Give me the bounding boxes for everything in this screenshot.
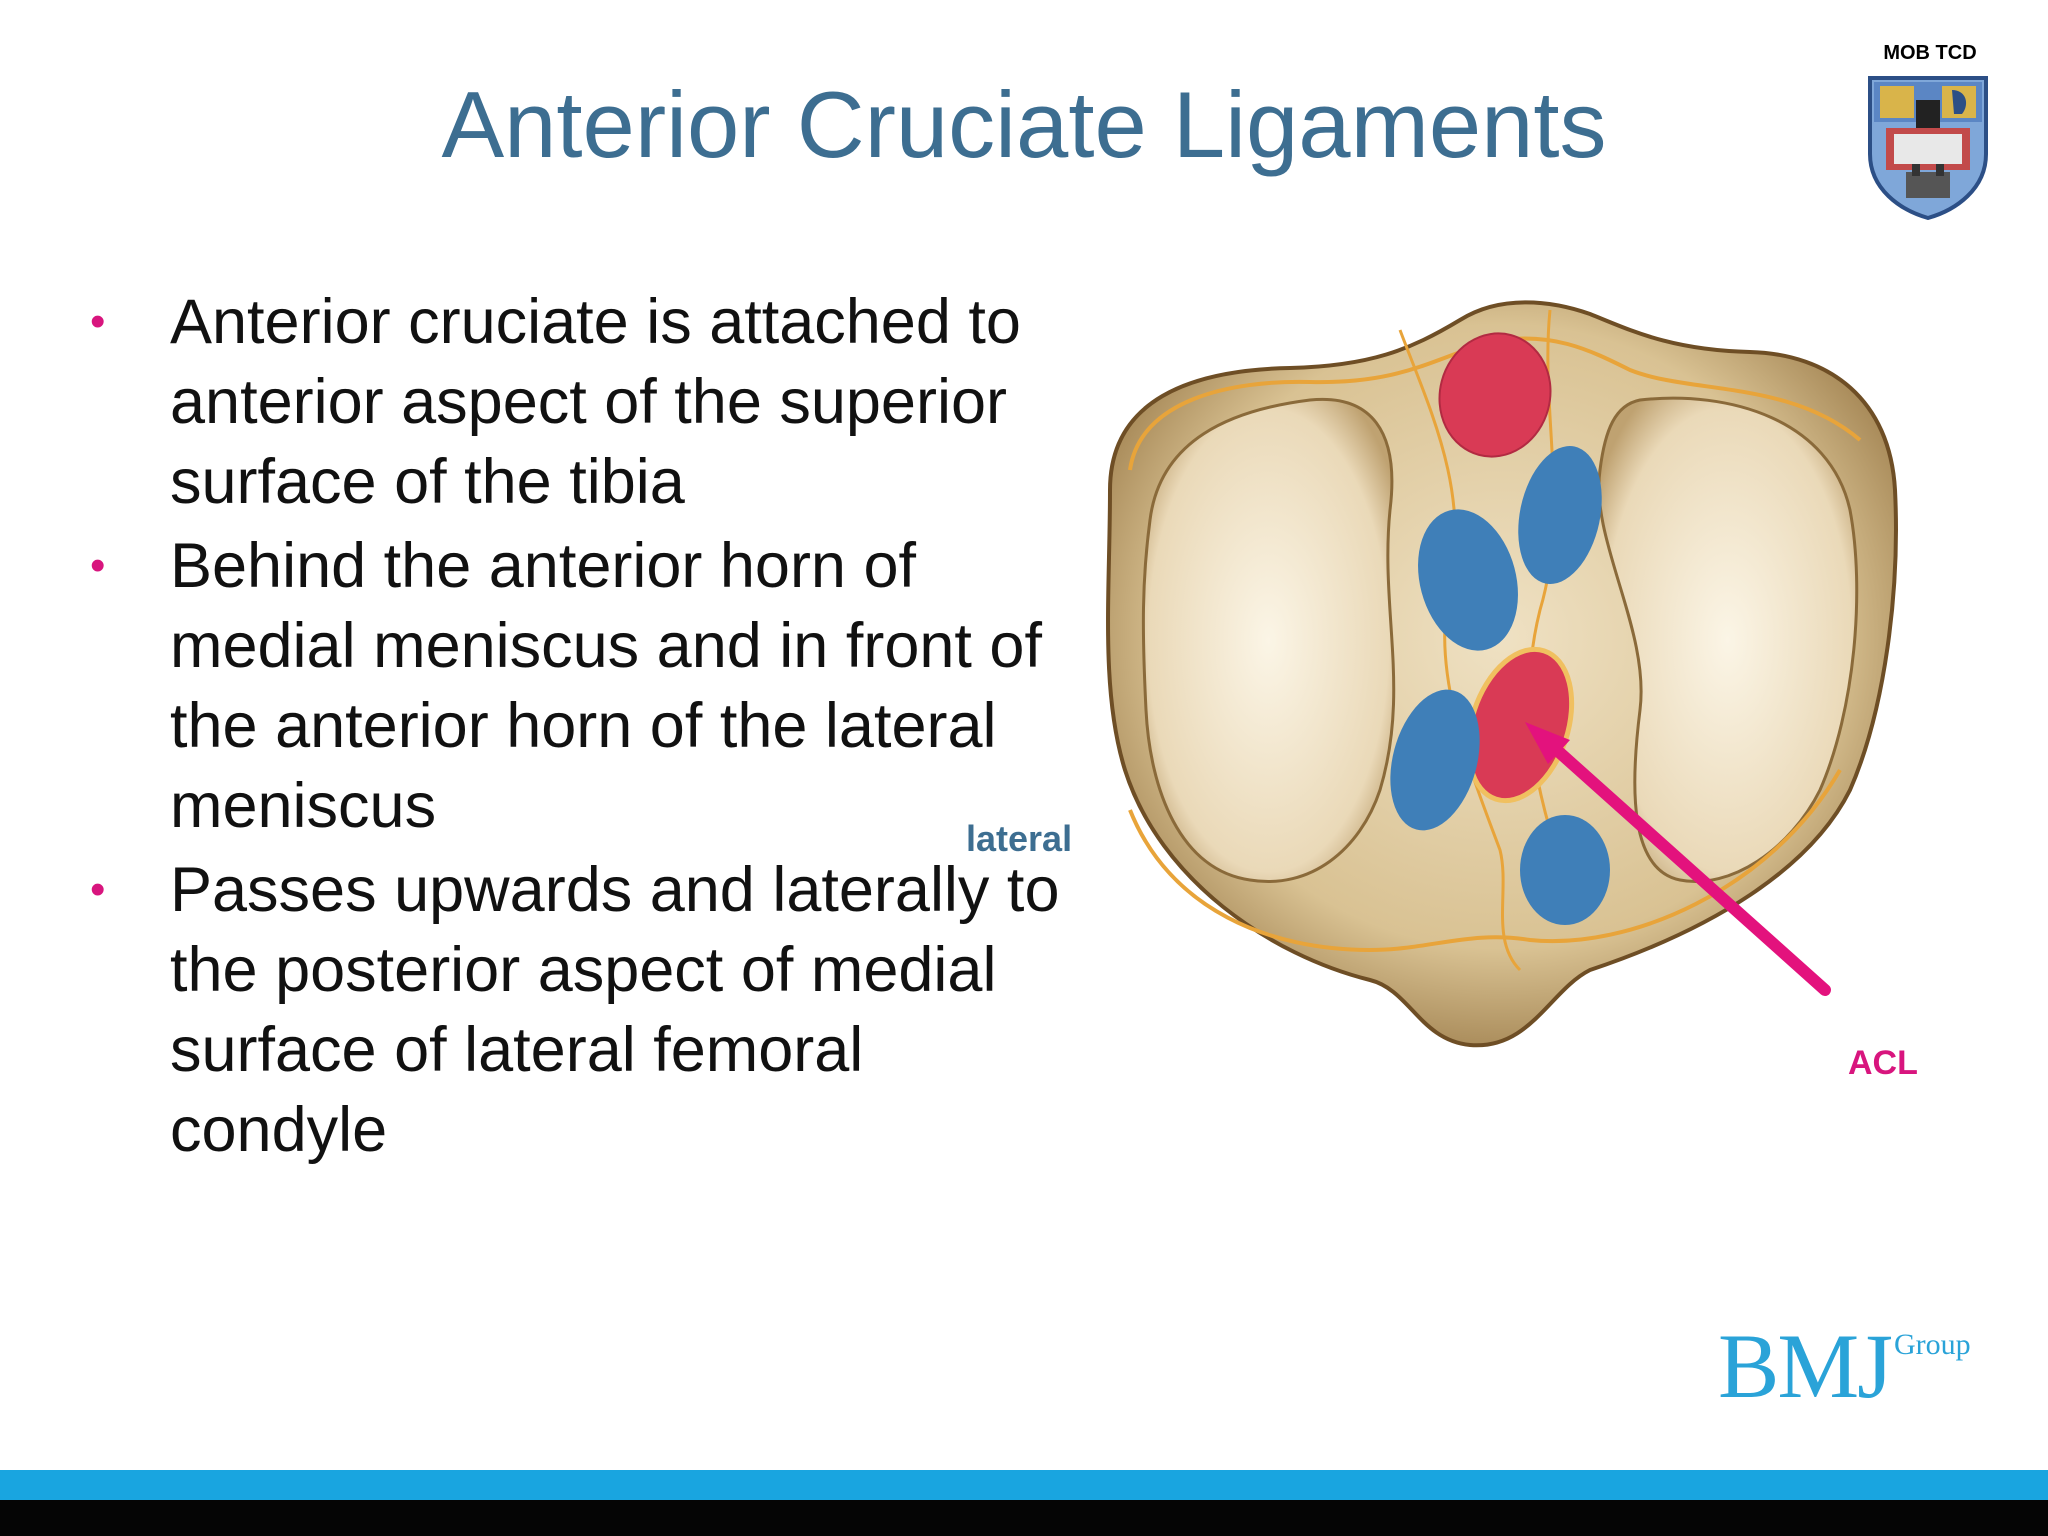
ligament-blue-upper (1518, 446, 1602, 584)
bullet-text: Behind the anterior horn of medial menis… (170, 531, 1042, 841)
medial-condyle-surface (1141, 397, 1396, 883)
bullet-text: Passes upwards and laterally to the post… (170, 855, 1060, 1165)
bullet-item: • Behind the anterior horn of medial men… (90, 526, 1070, 846)
brand-sub-text: Group (1894, 1328, 1971, 1361)
anterior-ligament-red (1438, 332, 1552, 458)
bullet-item: • Anterior cruciate is attached to anter… (90, 282, 1070, 522)
tibial-plateau-illustration (1106, 300, 1898, 1048)
ligament-blue-lower-left (1390, 689, 1480, 831)
acl-label: ACL (1848, 1044, 1918, 1082)
slide-title: Anterior Cruciate Ligaments (441, 72, 1607, 177)
bullet-marker: • (90, 865, 106, 914)
brand-main-text: BMJ (1718, 1315, 1893, 1417)
bullet-item: • Passes upwards and laterally to the po… (90, 850, 1070, 1170)
arrow-icon (1525, 722, 1831, 996)
ligament-blue-lower-right (1520, 815, 1610, 925)
bmj-group-logo: BMJ Group (1718, 1320, 1998, 1420)
org-label: MOB TCD (1883, 42, 1977, 64)
lateral-label: lateral (966, 818, 1073, 859)
footer-bar (0, 1500, 2048, 1536)
accent-bar (0, 1470, 2048, 1500)
bullet-marker: • (90, 541, 106, 590)
ligament-blue-middle (1418, 509, 1518, 651)
bullet-text: Anterior cruciate is attached to anterio… (170, 287, 1021, 517)
bullet-list: • Anterior cruciate is attached to anter… (90, 282, 1070, 1174)
bullet-marker: • (90, 297, 106, 346)
coat-of-arms-icon (1868, 76, 1988, 220)
